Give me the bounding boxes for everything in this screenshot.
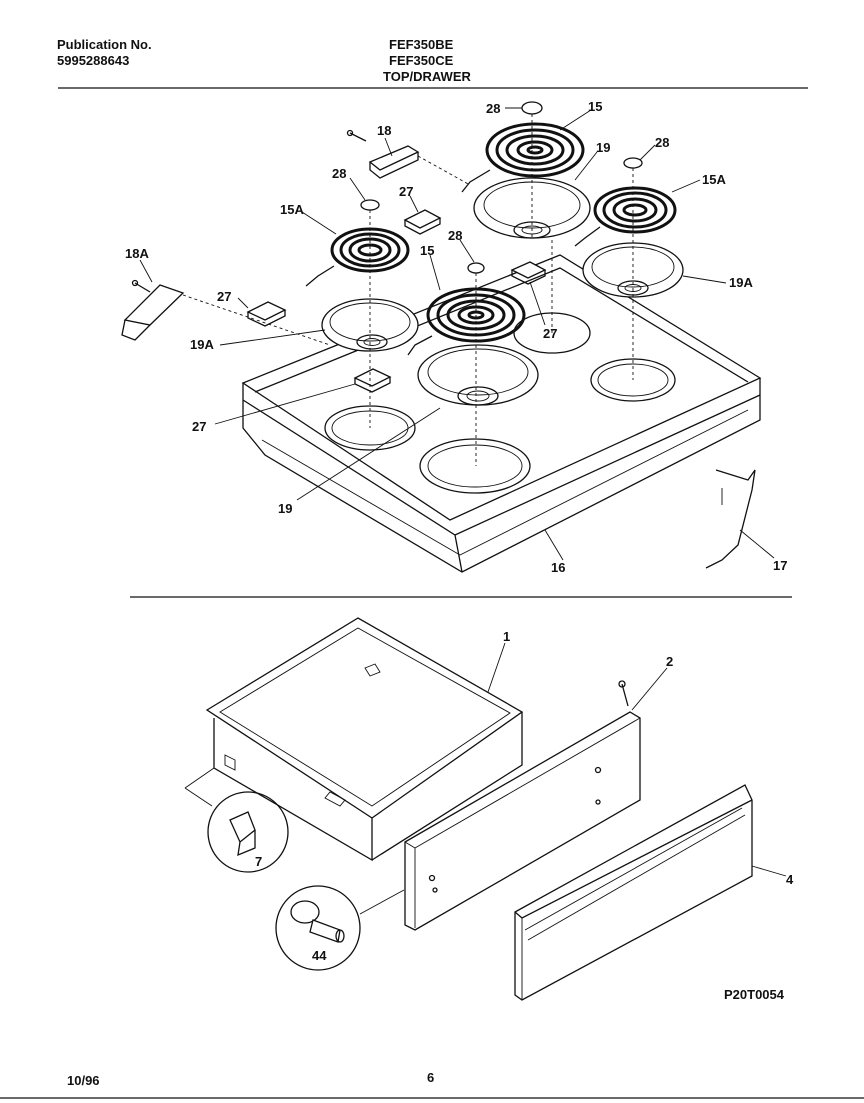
callout-27b: 27 [217, 289, 231, 304]
callout-17: 17 [773, 558, 787, 573]
model-number-2: FEF350CE [389, 53, 454, 68]
callout-19a: 19 [596, 140, 610, 155]
callout-28b: 28 [655, 135, 669, 150]
callout-18: 18 [377, 123, 391, 138]
callout-44: 44 [312, 948, 327, 963]
alignment-lines [182, 114, 634, 466]
leader-lines-top [139, 107, 775, 561]
cooktop-16 [241, 254, 762, 573]
bracket-18A [121, 279, 185, 341]
leader-lines-drawer [487, 642, 787, 877]
receptacles-27 [246, 209, 547, 393]
callout-4: 4 [786, 872, 794, 887]
callout-16: 16 [551, 560, 565, 575]
callout-1: 1 [503, 629, 510, 644]
callout-15A-left: 15A [280, 202, 304, 217]
section-title: TOP/DRAWER [383, 69, 471, 84]
callout-28c: 28 [332, 166, 346, 181]
bracket-18 [346, 129, 420, 179]
detail-circle-44 [275, 885, 405, 971]
publication-number: 5995288643 [57, 53, 130, 68]
door-rod-17 [705, 469, 756, 569]
drawer-panel-4 [514, 784, 753, 1001]
drawing-code: P20T0054 [724, 987, 785, 1002]
model-number-1: FEF350BE [389, 37, 454, 52]
callout-15a: 15 [588, 99, 602, 114]
callout-15A-right: 15A [702, 172, 726, 187]
callout-28d: 28 [448, 228, 462, 243]
surface-element-15A-right [574, 186, 677, 247]
callout-19A-right: 19A [729, 275, 753, 290]
detail-circle-7 [184, 767, 289, 873]
callout-19A-left: 19A [190, 337, 214, 352]
drawer-front-frame-2 [404, 680, 641, 931]
callout-27c: 27 [543, 326, 557, 341]
callout-15b: 15 [420, 243, 434, 258]
drip-bowl-19-front [417, 344, 539, 406]
callout-28a: 28 [486, 101, 500, 116]
callout-27a: 27 [399, 184, 413, 199]
drawer-1 [205, 617, 524, 862]
footer-page-number: 6 [427, 1070, 435, 1085]
surface-element-15A-left [305, 227, 410, 287]
callout-18A: 18A [125, 246, 149, 261]
publication-label: Publication No. [57, 37, 152, 52]
callout-7: 7 [255, 854, 262, 869]
footer-date: 10/96 [67, 1073, 100, 1088]
callout-2: 2 [666, 654, 673, 669]
surface-element-15-rear [461, 122, 585, 193]
callout-27d: 27 [192, 419, 206, 434]
callout-19b: 19 [278, 501, 292, 516]
